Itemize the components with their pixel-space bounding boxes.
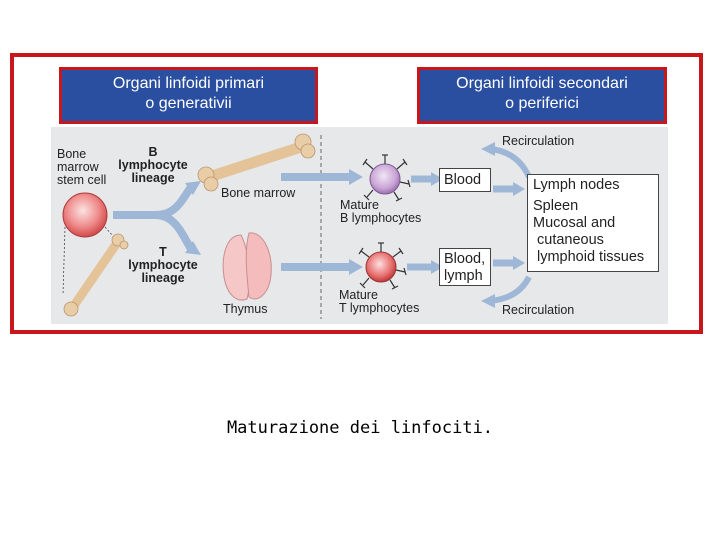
tissue-spleen: Spleen	[533, 198, 579, 214]
blood-lymph-box: Blood, lymph	[439, 248, 491, 286]
stem-cell-label-3: stem cell	[57, 173, 107, 187]
secondary-organs-header: Organi linfoidi secondari o periferici	[417, 67, 667, 124]
recirculation-arrow-top	[490, 146, 532, 179]
secondary-header-line-1: Organi linfoidi secondari	[456, 75, 628, 92]
primary-header-line-2: o generativii	[145, 95, 232, 112]
figure-caption: Maturazione dei linfociti.	[226, 418, 494, 438]
blood-lymph-label-1: Blood,	[444, 251, 486, 267]
mature-b-lymphocyte	[362, 154, 411, 202]
tissue-lymphoid: lymphoid tissues	[537, 249, 645, 265]
blood-lymph-label-2: lymph	[444, 268, 483, 284]
figure-drawing	[62, 133, 532, 319]
t-lineage-label: T lymphocyte lineage	[123, 246, 203, 285]
recirculation-arrow-bottom	[490, 275, 532, 304]
b-lineage-label-2: lymphocyte	[118, 158, 188, 172]
thymus-label: Thymus	[223, 302, 268, 316]
primary-header-line-1: Organi linfoidi primari	[112, 75, 265, 92]
b-lineage-label-3: lineage	[131, 171, 175, 185]
secondary-tissues-box: Lymph nodes Spleen Mucosal and cutaneous…	[527, 174, 659, 272]
mature-b-label-1: Mature	[340, 198, 379, 212]
mature-b-label-2: B lymphocytes	[340, 211, 422, 225]
b-lineage-label-1: B	[148, 145, 158, 159]
stem-cell-label: Bone marrow stem cell	[57, 148, 106, 187]
lymphocyte-maturation-figure: Bone marrow stem cell B lymphocyte linea…	[51, 127, 668, 324]
blood-box: Blood	[439, 168, 491, 192]
lineage-branch-arrow	[113, 184, 195, 219]
bone-marrow-label: Bone marrow	[221, 186, 296, 200]
tissue-lymph-nodes: Lymph nodes	[533, 177, 620, 193]
mature-t-label: Mature T lymphocytes	[339, 289, 419, 315]
stem-cell-label-2: marrow	[57, 160, 99, 174]
blood-label: Blood	[444, 172, 482, 188]
b-lineage-label: B lymphocyte lineage	[115, 146, 191, 185]
mature-t-lymphocyte	[358, 242, 407, 290]
recirculation-bottom-label: Recirculation	[502, 303, 575, 317]
stem-cell-label-1: Bone	[57, 147, 87, 161]
mature-b-label: Mature B lymphocytes	[340, 199, 421, 225]
femur-bone-icon	[63, 233, 129, 317]
mature-t-label-1: Mature	[339, 288, 378, 302]
t-lineage-label-1: T	[159, 245, 167, 259]
bone-marrow-bone-icon	[197, 133, 316, 192]
tissue-cutaneous: cutaneous	[537, 232, 604, 248]
thymus-icon	[222, 232, 272, 301]
stem-cell	[62, 192, 108, 238]
secondary-header-line-2: o periferici	[505, 95, 579, 112]
red-frame	[10, 53, 703, 334]
tissue-mucosal: Mucosal and	[533, 215, 616, 231]
mature-t-label-2: T lymphocytes	[339, 301, 420, 315]
t-lineage-label-3: lineage	[141, 271, 185, 285]
recirculation-top-label: Recirculation	[502, 134, 575, 148]
primary-organs-header: Organi linfoidi primari o generativii	[59, 67, 318, 124]
t-lineage-label-2: lymphocyte	[128, 258, 198, 272]
